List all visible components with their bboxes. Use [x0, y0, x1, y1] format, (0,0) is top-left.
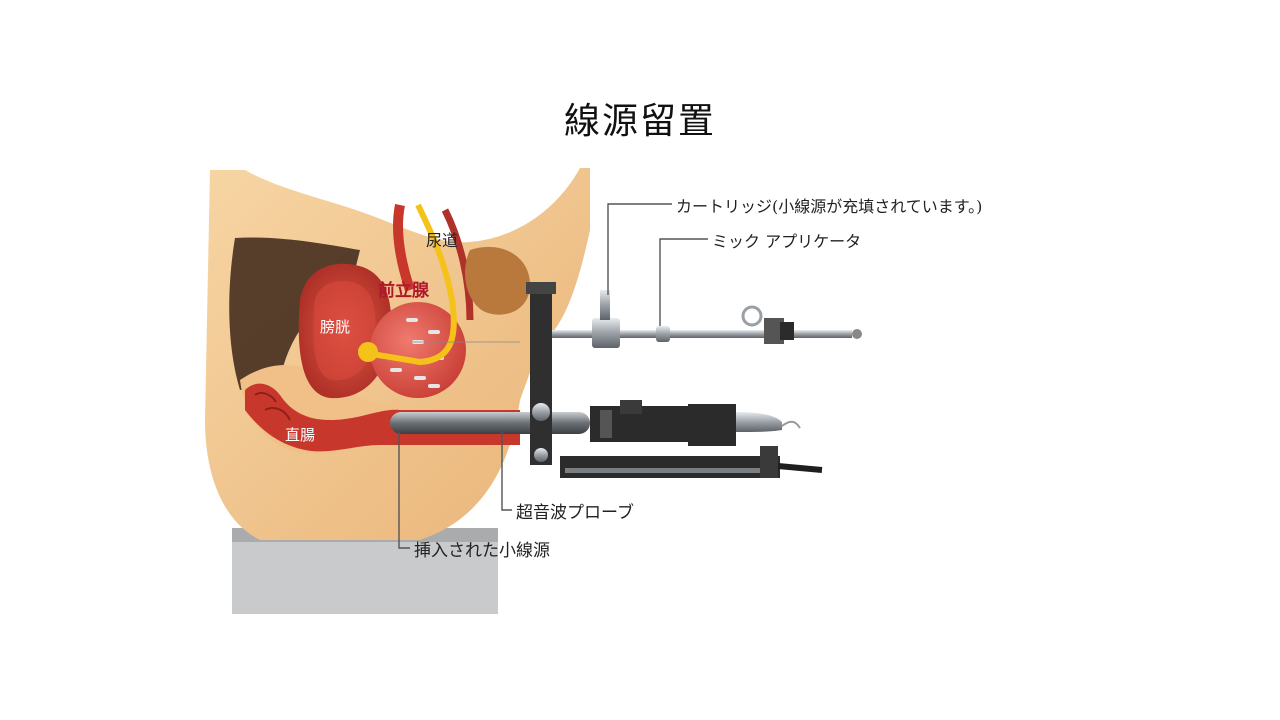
seed — [428, 384, 440, 388]
rectum-label: 直腸 — [285, 426, 315, 444]
perineum-tissue — [465, 246, 530, 315]
cartridge-label: カートリッジ(小線源が充填されています。) — [676, 197, 982, 216]
seed — [428, 330, 440, 334]
inserted-seeds-label: 挿入された小線源 — [414, 541, 550, 561]
leader-lines — [398, 203, 708, 549]
seed — [406, 318, 418, 322]
seed — [414, 376, 426, 380]
urethra-label: 尿道 — [426, 231, 458, 250]
mick-applicator — [552, 290, 862, 348]
applicator-label: ミック アプリケータ — [712, 232, 861, 251]
bladder-label: 膀胱 — [320, 318, 350, 336]
urethra — [358, 203, 474, 366]
rectum — [245, 383, 520, 452]
seed — [390, 368, 402, 372]
prostate-label: 前立腺 — [378, 280, 430, 301]
stepper-stand — [526, 282, 823, 478]
slide-title: 線源留置 — [563, 101, 716, 142]
ultrasound-probe-label: 超音波プローブ — [516, 502, 634, 523]
